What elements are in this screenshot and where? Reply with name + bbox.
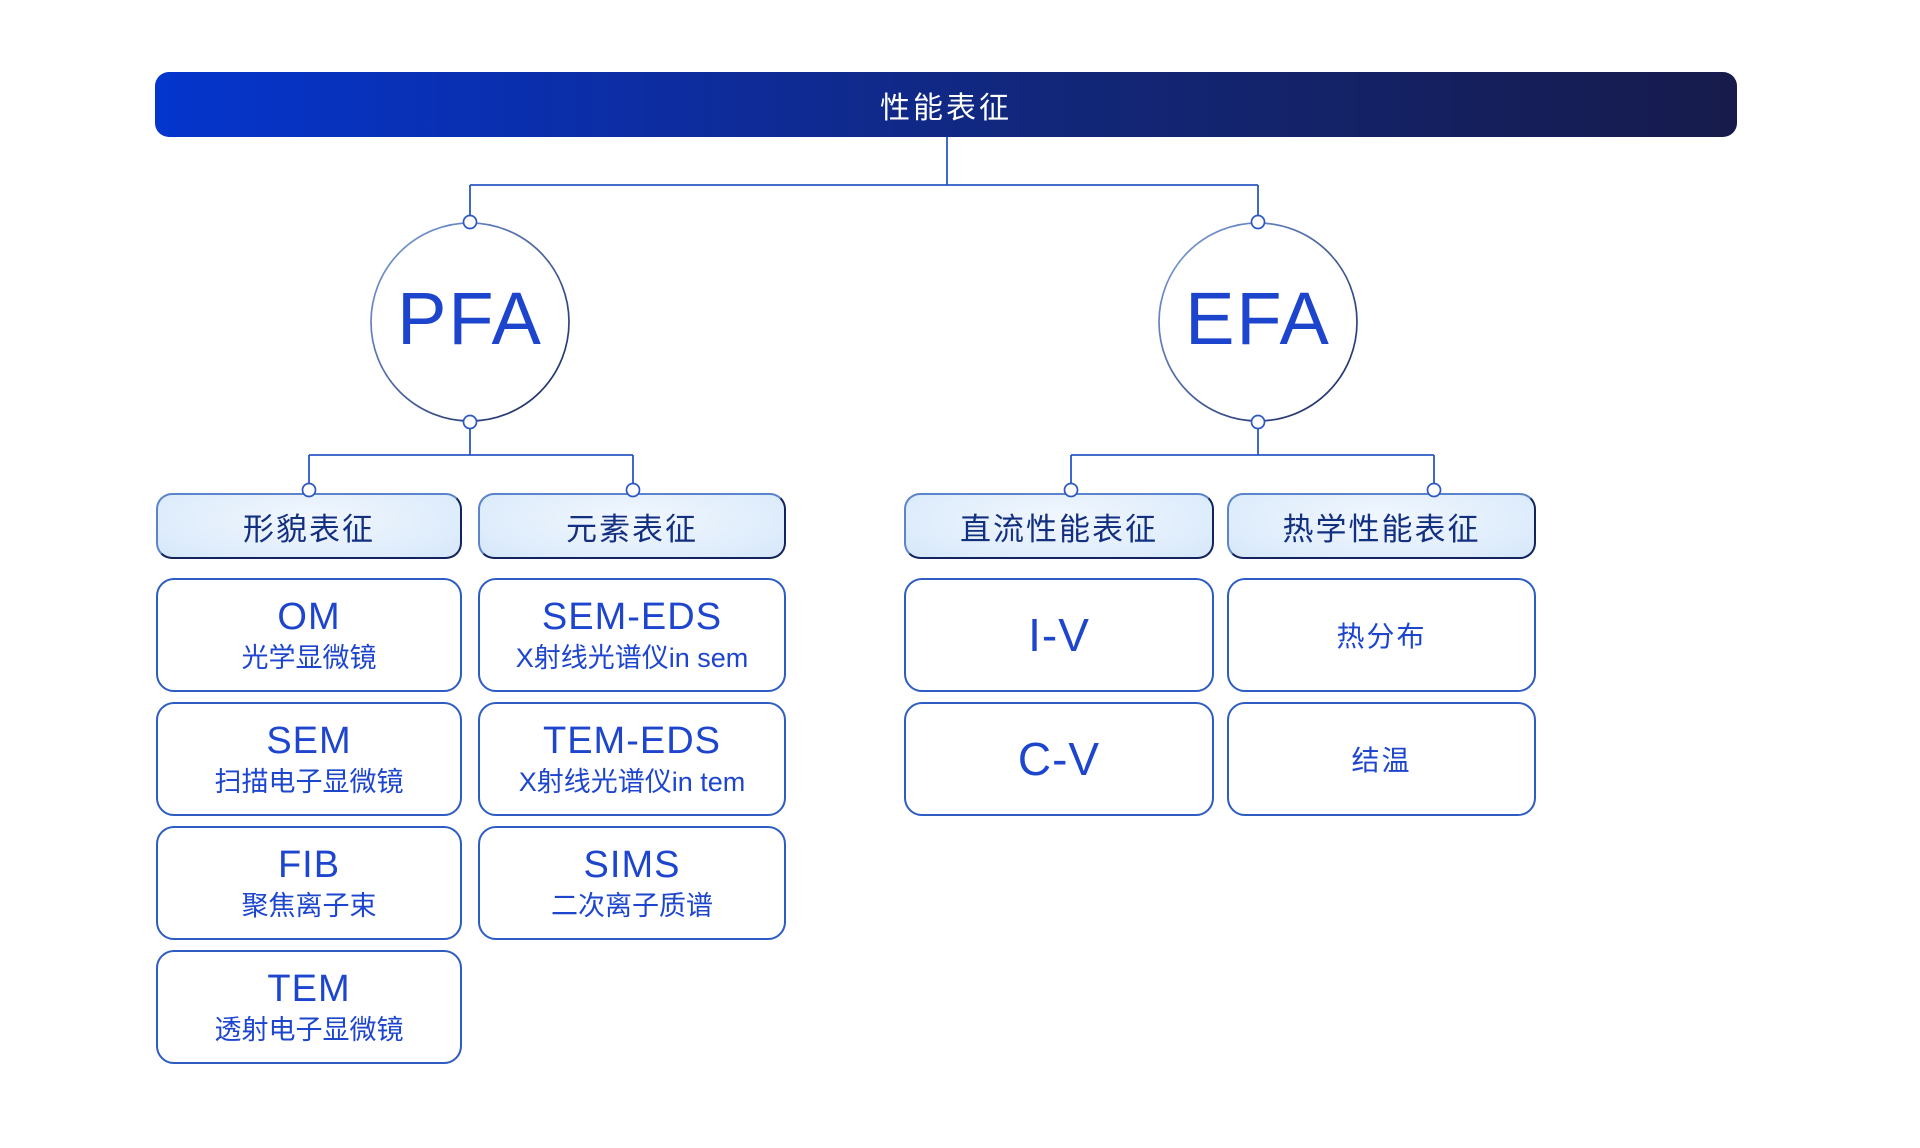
header-dc-performance-label: 直流性能表征 (960, 511, 1158, 547)
node-thermal-distribution: 热分布 (1227, 578, 1536, 692)
node-tem: TEM 透射电子显微镜 (156, 950, 462, 1064)
node-sem-eds-desc: X射线光谱仪in sem (515, 642, 749, 673)
node-tem-eds-desc: X射线光谱仪in tem (518, 766, 746, 797)
node-junction-temperature-label: 结温 (1351, 745, 1412, 776)
header-element-label: 元素表征 (566, 511, 698, 547)
node-fib-abbr: FIB (277, 844, 341, 887)
header-thermal-performance-label: 热学性能表征 (1282, 511, 1481, 547)
header-element: 元素表征 (478, 493, 786, 559)
node-tem-abbr: TEM (267, 968, 351, 1011)
node-sims: SIMS 二次离子质谱 (478, 826, 786, 940)
node-dot-pfa-bottom (462, 414, 478, 430)
node-om-abbr: OM (277, 596, 341, 639)
header-dc-performance: 直流性能表征 (904, 493, 1214, 559)
node-dot-efa-top (1250, 214, 1266, 230)
node-om: OM 光学显微镜 (156, 578, 462, 692)
node-cv: C-V (904, 702, 1214, 816)
root-banner-title: 性能表征 (880, 91, 1012, 125)
node-tem-eds-abbr: TEM-EDS (543, 720, 721, 763)
node-tem-eds: TEM-EDS X射线光谱仪in tem (478, 702, 786, 816)
node-sem-desc: 扫描电子显微镜 (214, 766, 404, 797)
header-morphology-label: 形貌表征 (243, 511, 375, 547)
node-dot-pfa-top (462, 214, 478, 230)
node-om-desc: 光学显微镜 (241, 642, 377, 673)
efa-circle-label: EFA (1185, 277, 1331, 361)
node-cv-label: C-V (1017, 733, 1101, 785)
node-iv-label: I-V (1028, 609, 1090, 661)
node-sem-eds-abbr: SEM-EDS (541, 596, 723, 639)
node-dot-efa-bottom (1250, 414, 1266, 430)
node-sem-eds: SEM-EDS X射线光谱仪in sem (478, 578, 786, 692)
header-thermal-performance: 热学性能表征 (1227, 493, 1536, 559)
pfa-circle-label: PFA (397, 277, 543, 361)
node-tem-desc: 透射电子显微镜 (214, 1014, 404, 1045)
node-junction-temperature: 结温 (1227, 702, 1536, 816)
node-sem: SEM 扫描电子显微镜 (156, 702, 462, 816)
node-sem-abbr: SEM (266, 720, 352, 763)
node-thermal-distribution-label: 热分布 (1336, 621, 1427, 652)
node-fib: FIB 聚焦离子束 (156, 826, 462, 940)
node-sims-abbr: SIMS (583, 844, 681, 887)
node-fib-desc: 聚焦离子束 (241, 890, 377, 921)
node-sims-desc: 二次离子质谱 (551, 890, 713, 921)
header-morphology: 形貌表征 (156, 493, 462, 559)
node-iv: I-V (904, 578, 1214, 692)
root-banner: 性能表征 (155, 72, 1737, 137)
